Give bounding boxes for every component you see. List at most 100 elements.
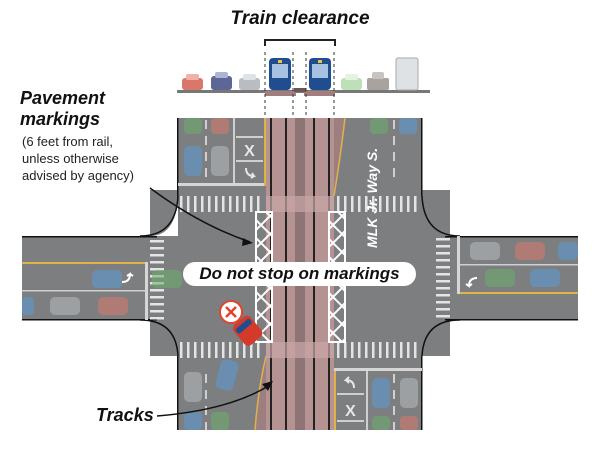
crosswalk-stripe <box>150 261 164 264</box>
car <box>50 297 80 315</box>
crosswalk-stripe <box>379 196 382 212</box>
stop-bar-top <box>178 183 266 186</box>
car <box>515 242 545 260</box>
crosswalk-stripe <box>436 245 450 248</box>
crosswalk-left <box>150 240 164 320</box>
car <box>184 118 202 134</box>
car <box>184 146 202 176</box>
clearance-bracket <box>264 39 336 46</box>
car-top-4 <box>341 74 362 90</box>
crosswalk-stripe <box>393 196 396 212</box>
lane-line-left <box>22 290 145 292</box>
crosswalk-stripe <box>229 342 232 358</box>
car <box>211 118 229 134</box>
crosswalk-stripe <box>436 287 450 290</box>
crosswalk-stripe <box>243 342 246 358</box>
pavement-markings-note: (6 feet from rail, unless otherwise advi… <box>22 133 134 184</box>
platform-base <box>294 88 306 92</box>
svg-text:X: X <box>244 143 255 160</box>
left-turn-arrow-icon <box>465 277 478 288</box>
crosswalk-stripe <box>436 294 450 297</box>
crosswalk-stripe <box>236 342 239 358</box>
curb-left-top <box>22 236 157 238</box>
car <box>215 359 239 391</box>
crosswalk-stripe <box>414 196 417 212</box>
stop-bar-left <box>145 262 148 320</box>
car <box>530 269 560 287</box>
crosswalk-stripe <box>187 196 190 212</box>
pavement-markings-heading: Pavement markings <box>20 88 105 130</box>
pavement-markings-arrow <box>149 187 251 243</box>
stop-bar-right <box>457 236 460 294</box>
yellow-line-bottom-right <box>334 371 336 430</box>
car <box>400 378 418 408</box>
curb-vertical-bottom-right <box>421 356 423 430</box>
car <box>92 270 122 288</box>
lane-line-top <box>233 118 235 183</box>
car <box>98 297 128 315</box>
crosswalk-stripe <box>358 196 361 212</box>
street-name-label: MLK Jr. Way S. <box>364 148 380 248</box>
crosswalk-stripe <box>386 196 389 212</box>
do-not-stop-label: Do not stop on markings <box>183 262 416 286</box>
crosswalk-stripe <box>150 296 164 299</box>
crosswalk-stripe <box>337 342 340 358</box>
car <box>470 242 500 260</box>
crosswalk-stripe <box>372 342 375 358</box>
curb-right-top <box>445 236 578 238</box>
car <box>400 416 418 430</box>
yellow-centerline-right <box>460 292 578 294</box>
crosswalk-stripe <box>400 342 403 358</box>
prohibited-x-icon <box>219 300 243 324</box>
crosswalk-stripe <box>222 196 225 212</box>
tracks-label: Tracks <box>96 405 154 425</box>
lane-line-right <box>460 264 578 266</box>
pavement-markings-heading-line2: markings <box>20 109 101 129</box>
car-top-3 <box>239 74 260 90</box>
red-car-violation <box>232 315 263 346</box>
crosswalk-stripe <box>436 280 450 283</box>
crosswalk-stripe <box>243 196 246 212</box>
crosswalk-top <box>180 196 417 212</box>
crosswalk-stripe <box>215 342 218 358</box>
crosswalk-stripe <box>180 196 183 212</box>
car <box>485 269 515 287</box>
crosswalk-stripe <box>407 342 410 358</box>
note-line-2: unless otherwise <box>22 151 119 166</box>
crosswalk-stripe <box>414 342 417 358</box>
track-base-right <box>304 91 335 96</box>
crosswalk-stripe <box>201 342 204 358</box>
yellow-line-top-left <box>264 118 266 186</box>
car <box>372 378 390 408</box>
truck-top <box>395 57 419 91</box>
car-top-1 <box>182 74 203 90</box>
queued-cars <box>22 118 578 430</box>
median-taper-bottom <box>255 356 266 430</box>
train-right <box>309 58 331 90</box>
note-line-3: advised by agency) <box>22 168 135 183</box>
crosswalk-stripe <box>257 196 260 212</box>
crosswalk-stripe <box>150 303 164 306</box>
rxr-marking-bottom: X <box>337 376 364 422</box>
crosswalk-stripe <box>358 342 361 358</box>
crosswalk-stripe <box>187 342 190 358</box>
stop-bar-bottom <box>334 368 422 371</box>
crosswalk-stripe <box>236 196 239 212</box>
trackway-crossing-bottom <box>266 342 334 358</box>
crosswalk-stripe <box>194 342 197 358</box>
crosswalk-stripe <box>150 317 164 320</box>
car <box>558 242 578 260</box>
crosswalk-stripe <box>436 252 450 255</box>
crosswalk-stripe <box>351 196 354 212</box>
crosswalk-stripe <box>436 301 450 304</box>
crosswalk-stripe <box>150 289 164 292</box>
curb-vertical-top-left <box>177 118 179 196</box>
curb-left-bottom <box>22 319 157 321</box>
crosswalk-stripe <box>194 196 197 212</box>
note-line-1: (6 feet from rail, <box>22 134 114 149</box>
train-left <box>269 58 291 90</box>
dashed-lane-lines <box>205 120 395 430</box>
crosswalk-stripe <box>344 196 347 212</box>
crosswalk-stripe <box>436 273 450 276</box>
arrowhead-icon <box>242 238 253 246</box>
